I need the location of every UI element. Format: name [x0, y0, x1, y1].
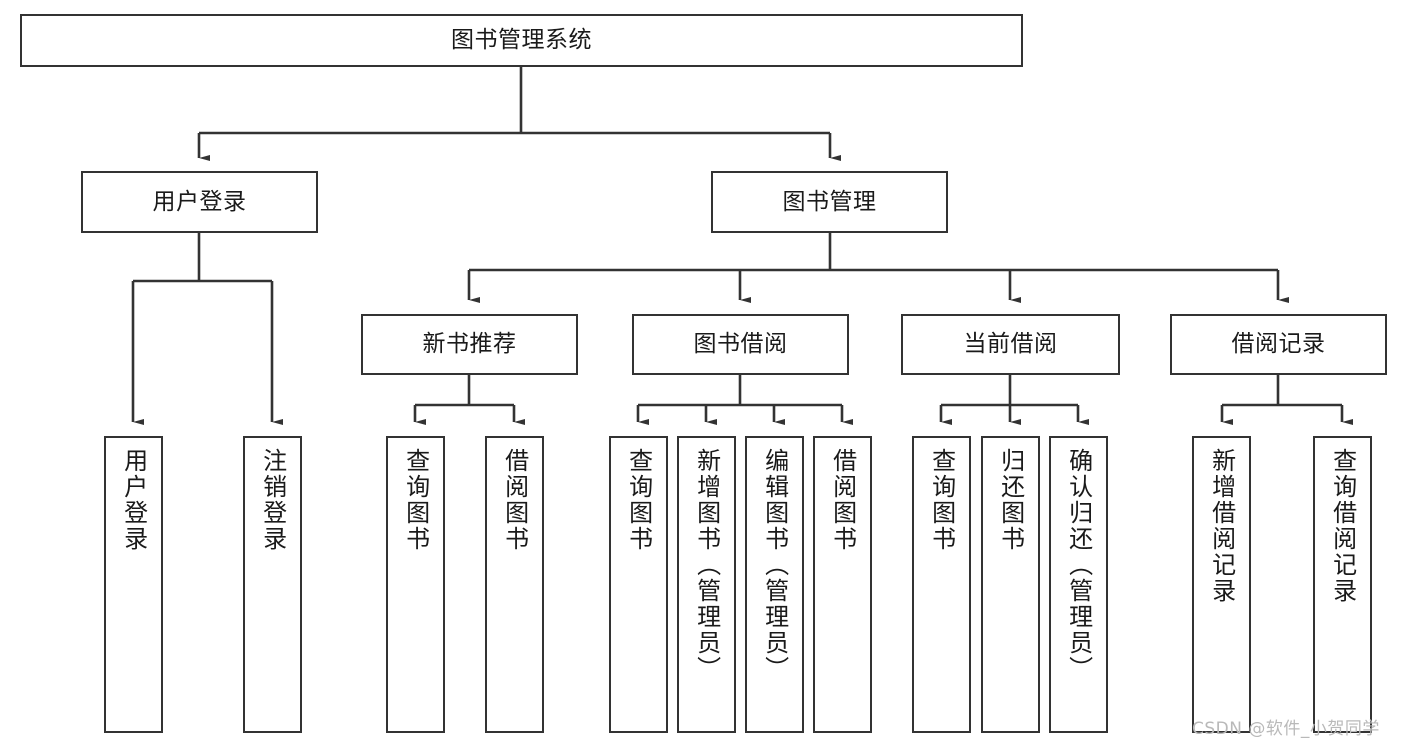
node-label: 新增借阅记录 — [1207, 448, 1236, 604]
leaf-query-book-recommend[interactable]: 查询图书 — [386, 436, 445, 733]
node-label: 借阅记录 — [1231, 331, 1326, 358]
node-label: 借阅图书 — [500, 448, 529, 552]
leaf-return-book[interactable]: 归还图书 — [981, 436, 1040, 733]
leaf-logout[interactable]: 注销登录 — [243, 436, 302, 733]
node-current-borrow[interactable]: 当前借阅 — [901, 314, 1120, 375]
node-label: 当前借阅 — [963, 331, 1058, 358]
node-user-login[interactable]: 用户登录 — [81, 171, 318, 233]
node-label: 查询图书 — [624, 448, 653, 552]
node-book-management[interactable]: 图书管理 — [711, 171, 948, 233]
leaf-edit-book-admin[interactable]: 编辑图书（管理员） — [745, 436, 804, 733]
leaf-borrow-book-recommend[interactable]: 借阅图书 — [485, 436, 544, 733]
leaf-confirm-return-admin[interactable]: 确认归还（管理员） — [1049, 436, 1108, 733]
leaf-add-borrow-record[interactable]: 新增借阅记录 — [1192, 436, 1251, 733]
node-label: 确认归还（管理员） — [1064, 448, 1093, 682]
leaf-query-book-current[interactable]: 查询图书 — [912, 436, 971, 733]
node-label: 查询图书 — [927, 448, 956, 552]
node-label: 用户登录 — [119, 448, 148, 552]
leaf-query-borrow-record[interactable]: 查询借阅记录 — [1313, 436, 1372, 733]
node-label: 查询借阅记录 — [1328, 448, 1357, 604]
leaf-query-book-borrow[interactable]: 查询图书 — [609, 436, 668, 733]
node-label: 借阅图书 — [828, 448, 857, 552]
node-label: 查询图书 — [401, 448, 430, 552]
node-new-book-recommend[interactable]: 新书推荐 — [361, 314, 578, 375]
leaf-user-login[interactable]: 用户登录 — [104, 436, 163, 733]
node-label: 新增图书（管理员） — [692, 448, 721, 682]
node-book-borrow[interactable]: 图书借阅 — [632, 314, 849, 375]
node-label: 图书管理系统 — [451, 27, 592, 54]
node-label: 归还图书 — [996, 448, 1025, 552]
node-label: 注销登录 — [258, 448, 287, 552]
node-label: 图书管理 — [782, 188, 877, 215]
leaf-borrow-book[interactable]: 借阅图书 — [813, 436, 872, 733]
csdn-watermark: CSDN @软件_小贺同学 — [1192, 719, 1380, 739]
node-label: 用户登录 — [152, 188, 247, 215]
node-root-book-management-system[interactable]: 图书管理系统 — [20, 14, 1023, 67]
leaf-add-book-admin[interactable]: 新增图书（管理员） — [677, 436, 736, 733]
node-label: 图书借阅 — [693, 331, 788, 358]
node-borrow-record[interactable]: 借阅记录 — [1170, 314, 1387, 375]
node-label: 编辑图书（管理员） — [760, 448, 789, 682]
node-label: 新书推荐 — [422, 331, 517, 358]
